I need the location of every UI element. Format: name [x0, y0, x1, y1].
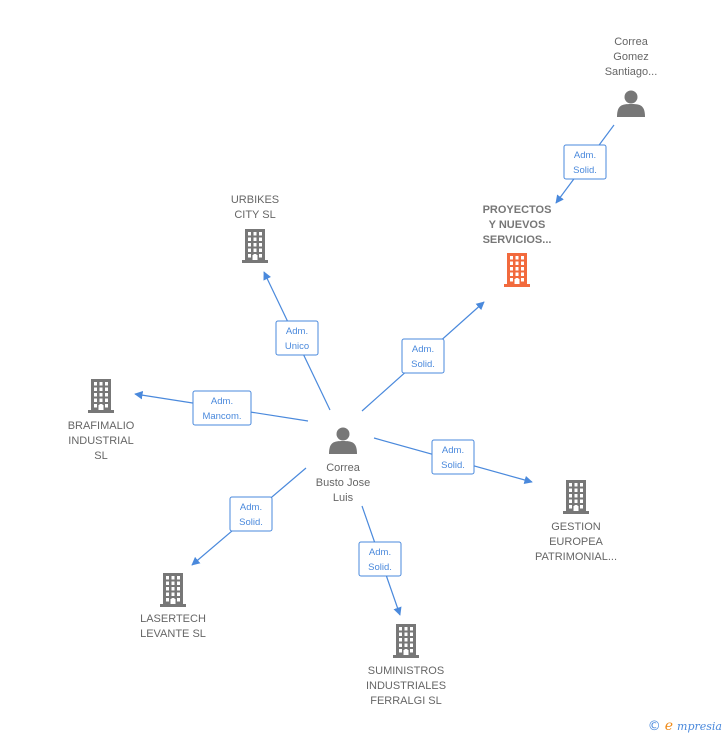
role-badge-text: Adm. — [286, 326, 308, 337]
role-badge-text: Unico — [285, 341, 309, 352]
edge-role-badge[interactable]: Adm. Solid. — [563, 144, 607, 180]
brand-initial: e — [664, 718, 674, 734]
edge-correa-busto-to-urbikes: Adm. Unico — [263, 271, 331, 411]
role-badge-text: Solid. — [573, 165, 597, 176]
node-label: LASERTECH — [140, 613, 206, 625]
brand-name: mpresia — [677, 719, 722, 733]
role-badge-frame — [431, 439, 475, 475]
role-badge-text: Adm. — [369, 547, 391, 558]
building-icon — [504, 253, 530, 287]
role-badge-text: Adm. — [240, 502, 262, 513]
person-icon — [617, 90, 645, 117]
node-proyectos[interactable]: PROYECTOS Y NUEVOS SERVICIOS... — [483, 204, 552, 287]
edge-correa-busto-to-gestion: Adm. Solid. — [373, 437, 533, 485]
role-badge-frame — [192, 390, 252, 426]
role-badge-text: Solid. — [239, 517, 263, 528]
node-label: SL — [94, 450, 107, 462]
role-badge-text: Mancom. — [202, 411, 241, 422]
node-label: Y NUEVOS — [489, 219, 546, 231]
node-label: Busto Jose — [316, 477, 370, 489]
building-icon — [563, 480, 589, 514]
node-label: LEVANTE SL — [140, 628, 206, 640]
node-gestion[interactable]: GESTION EUROPEA PATRIMONIAL... — [535, 480, 617, 563]
node-urbikes[interactable]: URBIKES CITY SL — [231, 194, 279, 263]
role-badge-text: Adm. — [412, 344, 434, 355]
edge-role-badge[interactable]: Adm. Solid. — [358, 541, 402, 577]
node-label: FERRALGI SL — [370, 695, 442, 707]
node-label: CITY SL — [234, 209, 275, 221]
role-badge-frame — [401, 338, 445, 374]
node-label: PROYECTOS — [483, 204, 552, 216]
edge-correa-busto-to-proyectos: Adm. Solid. — [361, 301, 485, 412]
node-label: URBIKES — [231, 194, 279, 206]
edge-role-badge[interactable]: Adm. Unico — [275, 320, 319, 356]
building-icon — [88, 379, 114, 413]
person-icon — [329, 427, 357, 454]
role-badge-text: Solid. — [368, 562, 392, 573]
role-badge-text: Adm. — [574, 150, 596, 161]
edge-role-badge[interactable]: Adm. Solid. — [431, 439, 475, 475]
role-badge-text: Adm. — [442, 445, 464, 456]
node-label: Luis — [333, 492, 354, 504]
building-icon — [393, 624, 419, 658]
edge-correa-gomez-to-proyectos: Adm. Solid. — [555, 124, 615, 204]
building-icon — [160, 573, 186, 607]
copyright-icon: © — [647, 718, 661, 734]
edge-correa-busto-to-lasertech: Adm. Solid. — [191, 467, 307, 566]
node-label: SUMINISTROS — [368, 665, 444, 677]
role-badge-frame — [563, 144, 607, 180]
edge-correa-busto-to-brafimalio: Adm. Mancom. — [134, 390, 309, 426]
role-badge-frame — [275, 320, 319, 356]
node-label: Correa — [326, 462, 361, 474]
building-icon — [242, 229, 268, 263]
edge-role-badge[interactable]: Adm. Solid. — [401, 338, 445, 374]
node-label: INDUSTRIALES — [366, 680, 446, 692]
edge-correa-busto-to-suministros: Adm. Solid. — [358, 505, 402, 616]
node-label: EUROPEA — [549, 536, 603, 548]
role-badge-text: Solid. — [411, 359, 435, 370]
role-badge-text: Solid. — [441, 460, 465, 471]
role-badge-frame — [358, 541, 402, 577]
node-label: GESTION — [551, 521, 601, 533]
node-brafimalio[interactable]: BRAFIMALIO INDUSTRIAL SL — [68, 379, 135, 462]
node-correa-gomez[interactable]: CorreaGomezSantiago... — [605, 36, 658, 117]
role-badge-frame — [229, 496, 273, 532]
node-label: SERVICIOS... — [483, 234, 552, 246]
node-lasertech[interactable]: LASERTECH LEVANTE SL — [140, 573, 206, 640]
node-label: PATRIMONIAL... — [535, 551, 617, 563]
edge-role-badge[interactable]: Adm. Mancom. — [192, 390, 252, 426]
node-label: Gomez — [613, 51, 648, 63]
node-label: BRAFIMALIO — [68, 420, 135, 432]
node-label: INDUSTRIAL — [68, 435, 133, 447]
node-label: Correa — [614, 36, 649, 48]
role-badge-text: Adm. — [211, 396, 233, 407]
edge-role-badge[interactable]: Adm. Solid. — [229, 496, 273, 532]
node-label: Santiago... — [605, 66, 658, 78]
node-suministros[interactable]: SUMINISTROS INDUSTRIALES FERRALGI SL — [366, 624, 446, 707]
